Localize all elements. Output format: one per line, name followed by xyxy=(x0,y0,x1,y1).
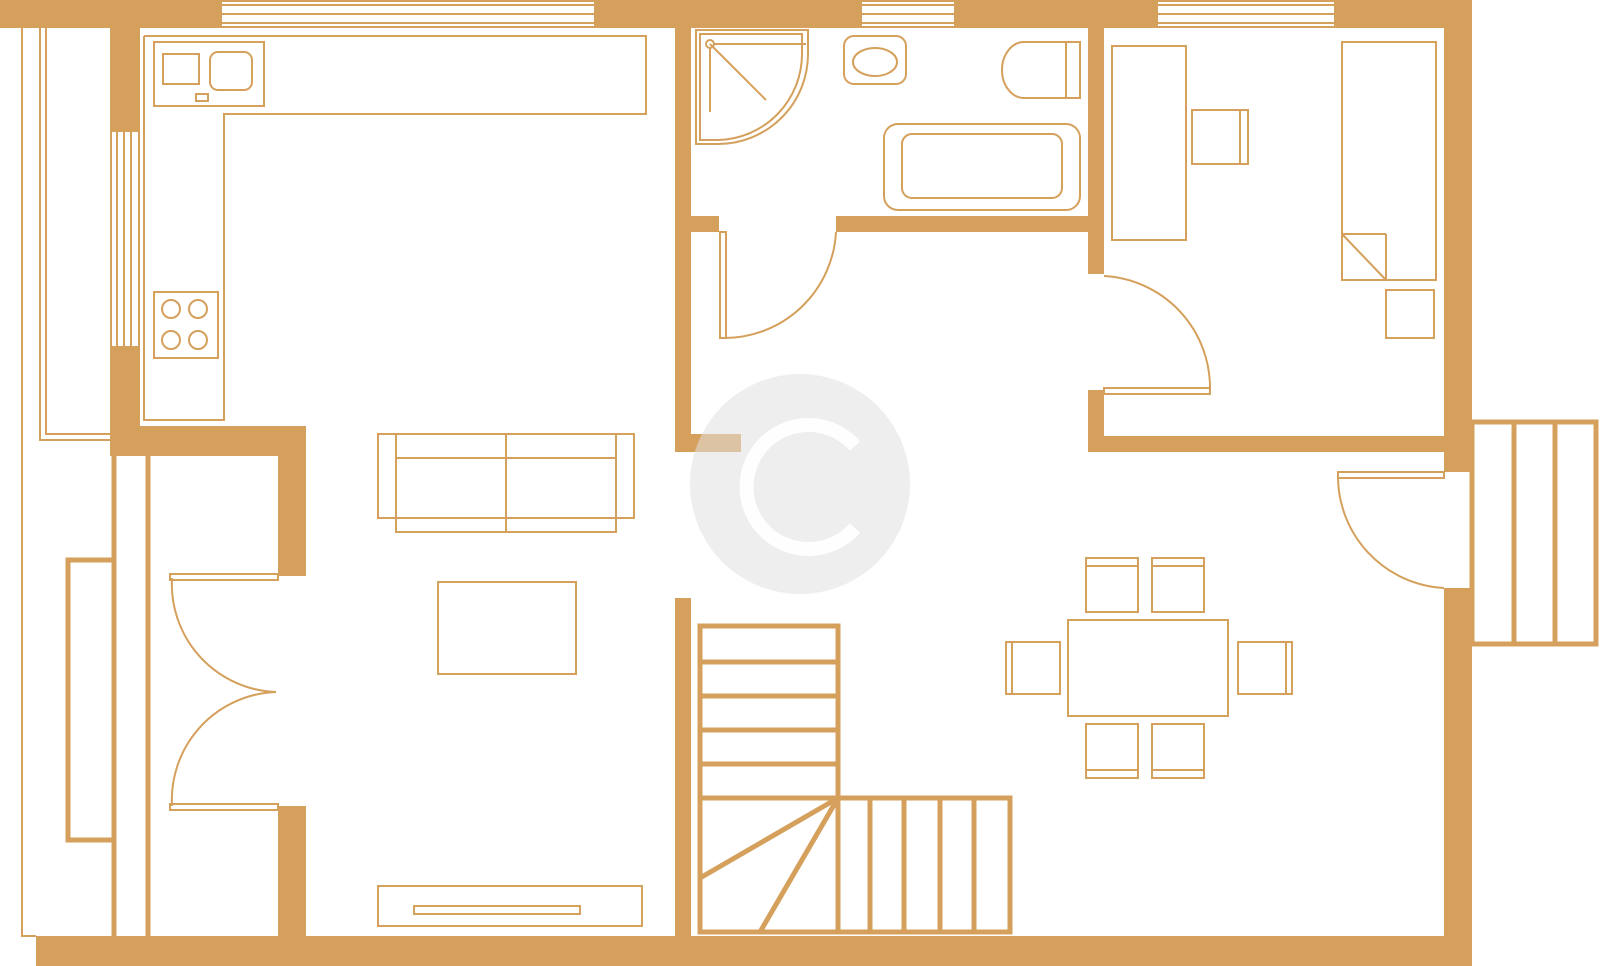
bathroom-door xyxy=(719,231,837,340)
dining-table xyxy=(1067,619,1229,717)
tv-stand xyxy=(377,885,643,927)
kitchen-counter xyxy=(143,35,647,421)
bathtub-icon xyxy=(883,123,1081,211)
right-steps xyxy=(1469,419,1599,647)
bed-icon xyxy=(1341,41,1437,281)
bathroom-walls xyxy=(691,28,1104,274)
bedroom-walls xyxy=(1088,390,1472,452)
staircase xyxy=(697,623,1013,935)
bedroom-door xyxy=(1103,275,1212,395)
nightstand xyxy=(1385,289,1435,339)
wardrobe xyxy=(1111,45,1187,241)
dining-chairs xyxy=(1005,557,1293,779)
toilet-icon xyxy=(1001,41,1081,99)
shower-cabin xyxy=(695,29,809,145)
stove-icon xyxy=(153,291,219,359)
sofa xyxy=(377,433,635,533)
hall-walls xyxy=(110,426,306,938)
entrance-double-door xyxy=(169,573,279,811)
copyright-icon xyxy=(690,374,910,594)
left-balcony xyxy=(65,456,151,936)
washbasin-icon xyxy=(843,35,907,85)
kitchen-sink xyxy=(153,41,265,107)
exterior-door xyxy=(1336,471,1445,589)
coffee-table xyxy=(437,581,577,675)
windows-top xyxy=(222,2,1334,26)
armchair-bedroom xyxy=(1191,109,1249,165)
left-strip xyxy=(0,28,138,938)
